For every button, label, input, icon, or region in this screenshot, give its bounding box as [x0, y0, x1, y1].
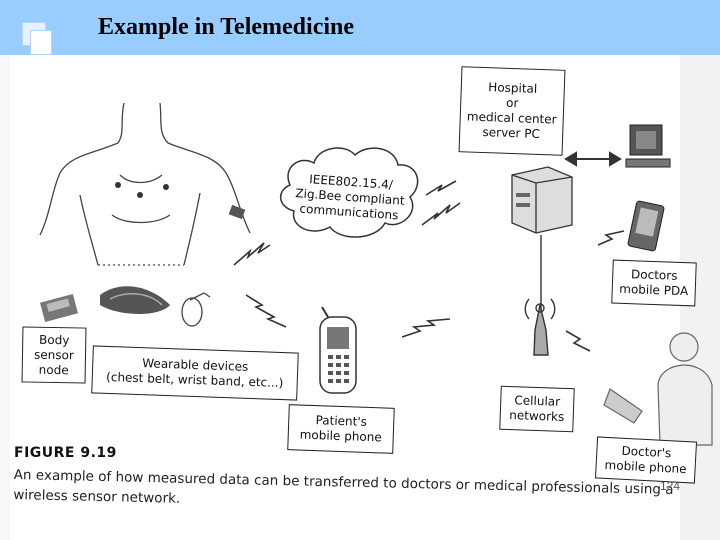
scan-edge-left: [0, 55, 10, 540]
chest-electrode-right: [163, 184, 169, 190]
chest-electrode-center: [137, 192, 143, 198]
header-bar: Example in Telemedicine: [0, 0, 720, 55]
doctor-sketch: [603, 332, 713, 446]
server-tower-icon: [511, 166, 573, 234]
telemedicine-figure: Hospital or medical center server PC IEE…: [0, 55, 720, 540]
wrist-sensor: [228, 204, 246, 220]
wrist-band-device: [181, 292, 211, 327]
cellular-networks-label: Cellular networks: [499, 385, 575, 433]
slide-bullet-icon: [22, 22, 52, 55]
doctor-phone-label: Doctor's mobile phone: [594, 436, 698, 484]
cellular-tower-icon: [524, 235, 556, 356]
figure-illustration: [0, 55, 720, 540]
patient-phone-icon: [319, 306, 357, 394]
wearable-devices-label: Wearable devices (chest belt, wrist band…: [91, 345, 299, 401]
wireless-signal-bolts: [233, 180, 625, 352]
body-sensor-node-label: Body sensor node: [21, 326, 87, 384]
doctors-pda-label: Doctors mobile PDA: [611, 259, 697, 307]
hospital-server-label: Hospital or medical center server PC: [458, 66, 566, 156]
data-link-arrow: [564, 151, 622, 167]
pda-icon: [627, 200, 665, 252]
chest-electrode-left: [115, 182, 121, 188]
patient-phone-label: Patient's mobile phone: [287, 404, 395, 454]
zigbee-cloud: [280, 147, 419, 238]
zigbee-cloud-label: IEEE802.15.4/ Zig.Bee compliant communic…: [294, 172, 406, 223]
body-sensor-device: [39, 293, 79, 323]
slide-title: Example in Telemedicine: [98, 14, 355, 40]
page-number: 124: [660, 479, 681, 493]
desktop-pc-icon: [625, 124, 671, 168]
figure-number: FIGURE 9.19: [14, 445, 117, 461]
chest-belt-device: [100, 286, 170, 314]
patient-torso-sketch: [39, 102, 251, 266]
